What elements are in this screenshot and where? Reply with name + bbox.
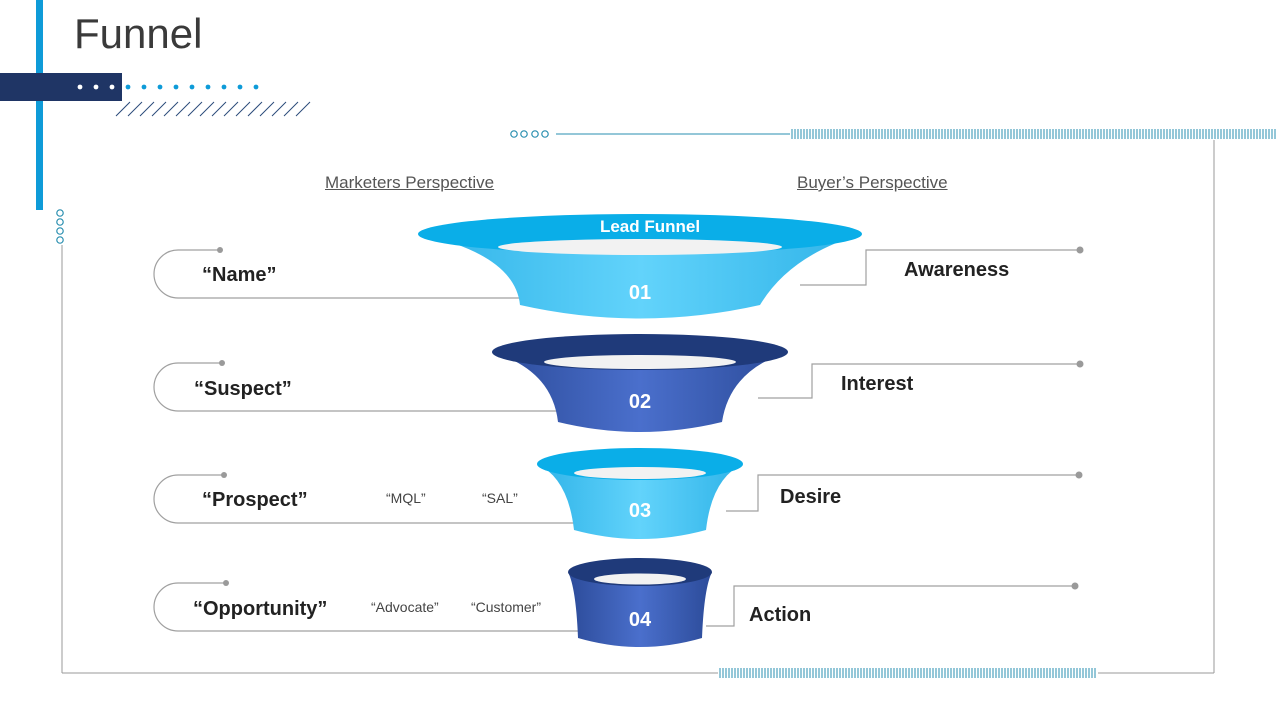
buyer-label-action: Action bbox=[749, 604, 812, 626]
hatch-lines bbox=[115, 101, 311, 117]
bottom-ticks bbox=[719, 668, 1096, 678]
blue-dots bbox=[125, 84, 259, 90]
endpoint-dot bbox=[223, 580, 229, 586]
top-ticks bbox=[791, 129, 1276, 139]
endpoint-dot bbox=[1076, 360, 1084, 368]
endpoint-dot bbox=[217, 247, 223, 253]
buyer-label-interest: Interest bbox=[841, 373, 914, 395]
connector-left-3 bbox=[153, 474, 580, 524]
marketer-label-1: “Name” bbox=[202, 264, 277, 286]
marketer-label-4: “Opportunity” bbox=[193, 598, 328, 620]
endpoint-dot bbox=[1071, 582, 1079, 590]
funnel-stage-1: Lead Funnel 01 bbox=[418, 214, 862, 319]
sub-label-mql: “MQL” bbox=[386, 490, 426, 506]
connector-left-4 bbox=[153, 582, 600, 632]
funnel-stage-3: 03 bbox=[537, 448, 743, 539]
accent-bar bbox=[36, 0, 43, 210]
page-title: Funnel bbox=[74, 10, 203, 57]
marketer-label-3: “Prospect” bbox=[202, 489, 308, 511]
connector-right-4 bbox=[706, 585, 1075, 627]
stage-number-2: 02 bbox=[629, 391, 651, 413]
sub-label-customer: “Customer” bbox=[471, 599, 542, 615]
buyer-label-desire: Desire bbox=[780, 486, 842, 508]
connector-left-2 bbox=[153, 362, 560, 412]
connector-right-3 bbox=[726, 474, 1079, 512]
buyers-perspective-heading: Buyer’s Perspective bbox=[797, 173, 948, 192]
endpoint-dot bbox=[219, 360, 225, 366]
stage-number-1: 01 bbox=[629, 282, 651, 304]
stage-number-3: 03 bbox=[629, 500, 651, 522]
buyer-label-awareness: Awareness bbox=[904, 259, 1010, 281]
endpoint-dot bbox=[221, 472, 227, 478]
funnel-stage-2: 02 bbox=[492, 334, 788, 432]
connector-right-1 bbox=[800, 249, 1080, 286]
navy-block bbox=[0, 73, 122, 101]
sub-label-sal: “SAL” bbox=[482, 490, 518, 506]
top-circles bbox=[510, 130, 549, 138]
endpoint-dot bbox=[1075, 471, 1083, 479]
stage-number-4: 04 bbox=[629, 609, 652, 631]
marketers-perspective-heading: Marketers Perspective bbox=[325, 173, 495, 192]
sub-label-advocate: “Advocate” bbox=[371, 599, 439, 615]
marketer-label-2: “Suspect” bbox=[194, 378, 292, 400]
connector-right-2 bbox=[758, 363, 1080, 399]
funnel-stage-4: 04 bbox=[568, 558, 712, 647]
funnel-title: Lead Funnel bbox=[600, 217, 700, 236]
connector-left-1 bbox=[153, 249, 520, 299]
left-circles bbox=[56, 209, 64, 244]
white-dots bbox=[77, 84, 115, 90]
endpoint-dot bbox=[1076, 246, 1084, 254]
